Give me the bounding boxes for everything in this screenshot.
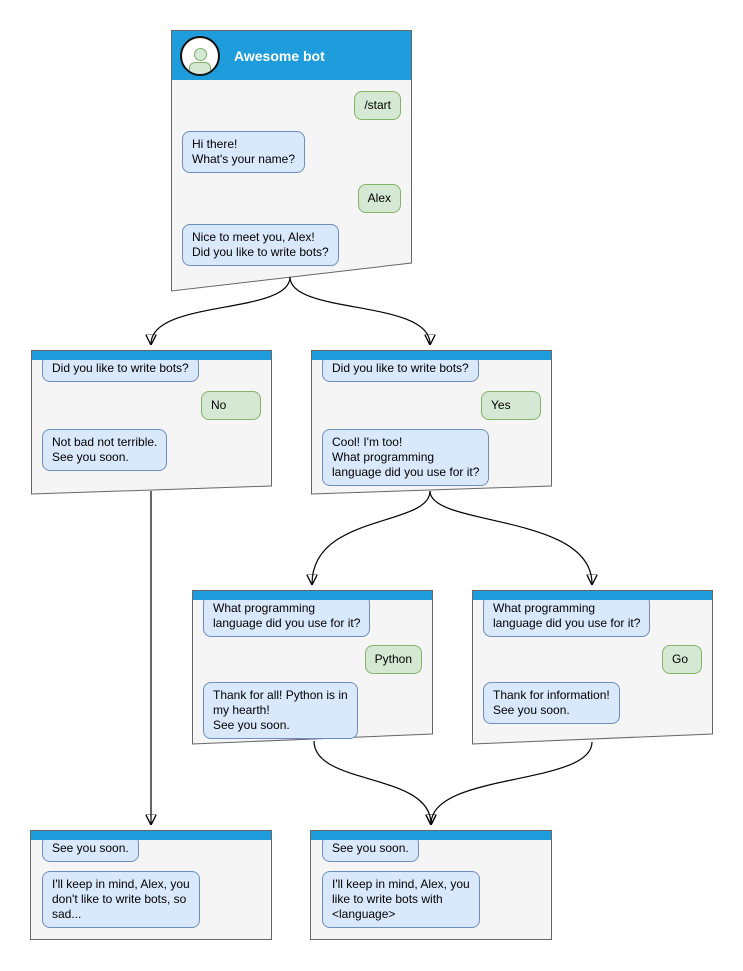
chat-window-end-yes: See you soon. I'll keep in mind, Alex, y… xyxy=(310,830,552,940)
user-message: Python xyxy=(364,645,422,674)
chat-window-start: Awesome bot /start Hi there! What's your… xyxy=(171,30,412,292)
bot-message: Cool! I'm too! What programming language… xyxy=(322,429,490,486)
chat-header: Awesome bot xyxy=(172,31,411,80)
bot-message: Thank for all! Python is in my hearth! S… xyxy=(203,682,358,739)
bot-avatar-icon xyxy=(180,35,220,76)
message-list: What programming language did you use fo… xyxy=(472,595,713,724)
edge-yes-to-go xyxy=(429,490,592,584)
user-message: No xyxy=(201,391,261,420)
chat-window-branch-no: Did you like to write bots? No Not bad n… xyxy=(31,350,272,495)
message-list: See you soon. I'll keep in mind, Alex, y… xyxy=(31,835,271,928)
person-head-icon xyxy=(193,47,207,61)
message-list: See you soon. I'll keep in mind, Alex, y… xyxy=(311,835,551,928)
chat-window-branch-yes: Did you like to write bots? Yes Cool! I'… xyxy=(311,350,552,495)
chat-header xyxy=(193,591,432,600)
message-list: /start Hi there! What's your name? Alex … xyxy=(171,91,412,266)
bot-message: Hi there! What's your name? xyxy=(182,131,306,173)
bot-message: Nice to meet you, Alex! Did you like to … xyxy=(182,224,339,266)
user-message: Yes xyxy=(481,391,541,420)
edge-yes-to-python xyxy=(312,490,431,584)
chat-header xyxy=(473,591,712,600)
chat-header xyxy=(311,831,551,840)
chat-header xyxy=(32,351,271,360)
user-message: /start xyxy=(354,91,401,120)
bot-name: Awesome bot xyxy=(234,47,325,64)
user-message: Alex xyxy=(357,184,401,213)
bot-message: I'll keep in mind, Alex, you like to wri… xyxy=(322,871,480,928)
edge-go-to-end xyxy=(431,741,593,824)
bot-message: What programming language did you use fo… xyxy=(203,595,371,637)
chat-window-branch-python: What programming language did you use fo… xyxy=(192,590,433,745)
bot-message: I'll keep in mind, Alex, you don't like … xyxy=(42,871,200,928)
edge-python-to-end xyxy=(313,740,431,824)
message-list: What programming language did you use fo… xyxy=(192,595,433,739)
user-message: Go xyxy=(662,645,702,674)
chat-header xyxy=(312,351,551,360)
person-body-icon xyxy=(189,61,211,74)
bot-message: Thank for information! See you soon. xyxy=(483,682,620,724)
message-list: Did you like to write bots? No Not bad n… xyxy=(31,355,272,471)
chat-header xyxy=(31,831,271,840)
bot-message: Not bad not terrible. See you soon. xyxy=(42,429,168,471)
message-list: Did you like to write bots? Yes Cool! I'… xyxy=(311,355,552,486)
chat-window-branch-go: What programming language did you use fo… xyxy=(472,590,713,745)
chat-window-end-no: See you soon. I'll keep in mind, Alex, y… xyxy=(30,830,272,940)
bot-message: What programming language did you use fo… xyxy=(483,595,651,637)
